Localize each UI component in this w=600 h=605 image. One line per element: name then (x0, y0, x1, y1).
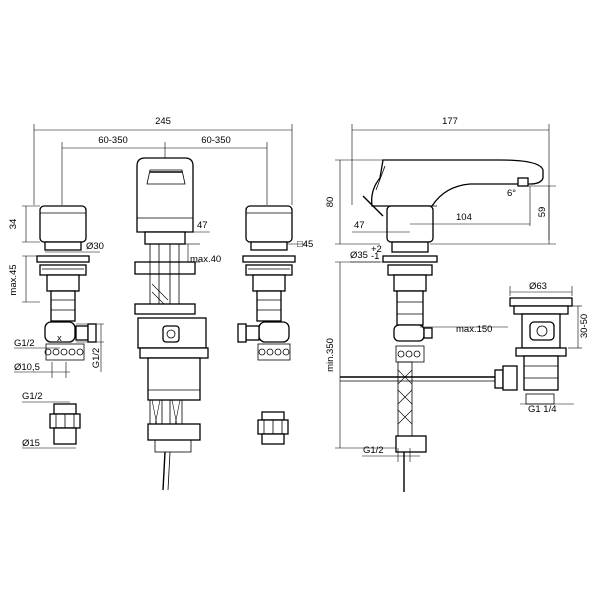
dim-side-104: 104 (410, 186, 531, 226)
left-handle-valve: x (36, 205, 97, 361)
waste-fitting (509, 297, 573, 405)
dim-30-50-label: 30-50 (579, 314, 590, 338)
dim-square45-label: □45 (297, 239, 313, 250)
dim-max45-label: max.45 (8, 264, 19, 295)
dim-34-label: 34 (8, 219, 19, 230)
dim-245-label: 245 (155, 116, 171, 127)
dim-47-label: 47 (197, 220, 208, 231)
side-spout (362, 159, 544, 217)
right-handle-valve (237, 205, 296, 361)
dim-handle-height: 34 (8, 205, 40, 243)
dim-d35-label: Ø35 (350, 250, 368, 261)
dim-handle-diameter: Ø30 (45, 241, 104, 253)
dim-spacing-left-label: 60-350 (98, 135, 128, 146)
dim-104-label: 104 (456, 212, 472, 223)
dim-245: 245 (33, 116, 293, 205)
dim-side-g12-label: G1/2 (363, 445, 384, 456)
adapter-fitting: G1/2 Ø15 (22, 391, 81, 449)
dim-bore: Ø10,5 (14, 362, 70, 378)
dim-177-label: 177 (442, 116, 458, 127)
dim-g114-label: G1 1/4 (528, 404, 557, 415)
dim-max45: max.45 (8, 255, 40, 303)
dim-min-350: min.350 (325, 261, 396, 449)
dim-g12-vertical-label: G1/2 (91, 348, 102, 369)
central-spout (134, 157, 209, 491)
dim-d35-tolerance-plus: +2 (371, 244, 382, 255)
dim-80-label: 80 (325, 197, 336, 208)
dim-59-label: 59 (537, 207, 548, 218)
cross-marker: x (57, 333, 62, 344)
dim-thread-left: G1/2 (14, 338, 60, 349)
dim-d30-label: Ø30 (86, 241, 104, 252)
dim-thread-vertical: G1/2 (76, 323, 104, 372)
dim-g12-left-label: G1/2 (14, 338, 35, 349)
dim-min350-label: min.350 (325, 338, 336, 372)
dim-side-g12: G1/2 (362, 445, 420, 462)
dim-d15-label: Ø15 (22, 438, 40, 449)
dim-side-59: 59 (430, 185, 556, 245)
dim-side-angle: 6° (507, 188, 516, 199)
dim-d63-label: Ø63 (529, 281, 547, 292)
dim-spout-47: 47 (137, 220, 210, 233)
dim-angle-label: 6° (507, 188, 516, 199)
right-adapter (257, 411, 289, 445)
dim-spacing: 60-350 60-350 (61, 135, 268, 205)
dim-waste-thread: G1 1/4 (520, 403, 574, 415)
popup-rod (340, 365, 518, 391)
dim-d105-label: Ø10,5 (14, 362, 40, 373)
dim-waste-d63: Ø63 (509, 281, 573, 296)
dim-waste-30-50: 30-50 (568, 305, 590, 349)
dim-80: 80 (325, 159, 384, 245)
dim-max40-label: max.40 (190, 254, 221, 265)
dim-d35-tolerance-minus: -1 (371, 251, 379, 262)
dim-side-47-label: 47 (354, 220, 365, 231)
dim-square-45: □45 (287, 239, 313, 250)
dim-spout-max40: max.40 (185, 243, 221, 265)
side-valve-body (382, 205, 438, 492)
dim-max-150: max.150 (420, 324, 508, 335)
dim-spacing-right-label: 60-350 (201, 135, 231, 146)
dim-max150-label: max.150 (456, 324, 492, 335)
dim-side-47: 47 (352, 220, 410, 233)
dim-adapter-thread-label: G1/2 (22, 391, 43, 402)
